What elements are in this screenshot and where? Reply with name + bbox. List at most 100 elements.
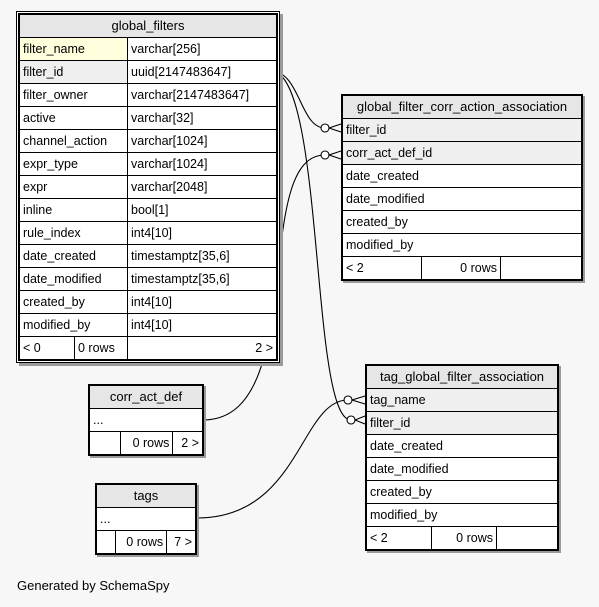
table-row[interactable]: modified_by <box>342 233 582 257</box>
table-row[interactable]: created_by <box>342 210 582 234</box>
column-name: date_modified <box>19 267 128 291</box>
column-name: date_modified <box>366 457 558 481</box>
column-name: filter_owner <box>19 83 128 107</box>
column-name: modified_by <box>342 233 582 257</box>
optional-marker-gfcaa-filter-id <box>320 123 330 133</box>
table-row[interactable]: date_created <box>342 164 582 188</box>
column-name: modified_by <box>366 503 558 527</box>
column-name: date_created <box>342 164 582 188</box>
table-row[interactable]: date_created <box>366 434 558 458</box>
column-type: timestamptz[35,6] <box>127 267 277 291</box>
column-name: date_created <box>366 434 558 458</box>
column-name: rule_index <box>19 221 128 245</box>
table-title[interactable]: global_filter_corr_action_association <box>342 95 582 119</box>
table-global-filter-corr-action-association[interactable]: global_filter_corr_action_association fi… <box>341 94 583 281</box>
column-type: timestamptz[35,6] <box>127 244 277 268</box>
column-type: varchar[1024] <box>127 129 277 153</box>
column-name: expr <box>19 175 128 199</box>
column-type: int4[10] <box>127 313 277 337</box>
parents-count <box>89 431 121 455</box>
optional-marker-tgfa-tag-name <box>343 395 353 405</box>
generated-by-label: Generated by SchemaSpy <box>17 578 170 593</box>
column-name: date_created <box>19 244 128 268</box>
children-count <box>496 526 558 550</box>
column-type: varchar[1024] <box>127 152 277 176</box>
rows-count: 0 rows <box>74 336 128 360</box>
column-name: filter_id <box>19 60 128 84</box>
parents-count: < 2 <box>342 256 422 280</box>
column-name: filter_id <box>366 411 558 435</box>
column-type: varchar[2147483647] <box>127 83 277 107</box>
column-type: int4[10] <box>127 221 277 245</box>
table-corr-act-def[interactable]: corr_act_def ... 0 rows 2 > <box>88 384 204 456</box>
column-name: filter_id <box>342 118 582 142</box>
table-footer: < 2 0 rows <box>342 256 582 280</box>
column-type: bool[1] <box>127 198 277 222</box>
crowfoot-tgfa-filter-id <box>353 415 366 425</box>
parents-count: < 0 <box>19 336 75 360</box>
column-type: varchar[256] <box>127 37 277 61</box>
link-filter-id-to-tgfa <box>270 70 352 421</box>
table-title[interactable]: tag_global_filter_association <box>366 365 558 389</box>
table-row[interactable]: date_modified <box>342 187 582 211</box>
column-type: int4[10] <box>127 290 277 314</box>
link-tags-to-tgfa <box>196 399 349 519</box>
table-row[interactable]: date_modified <box>366 457 558 481</box>
rows-count: 0 rows <box>114 530 168 554</box>
rows-count: 0 rows <box>421 256 501 280</box>
table-row[interactable]: created_by <box>366 480 558 504</box>
children-count: 2 > <box>172 431 203 455</box>
table-row[interactable]: filter_id <box>342 118 582 142</box>
table-title[interactable]: corr_act_def <box>89 385 203 409</box>
crowfoot-tgfa-tag-name <box>350 395 366 405</box>
table-footer: 0 rows 2 > <box>89 431 203 455</box>
parents-count <box>96 530 116 554</box>
rows-count: 0 rows <box>119 431 174 455</box>
column-name: modified_by <box>19 313 128 337</box>
column-name: inline <box>19 198 128 222</box>
table-title[interactable]: tags <box>96 484 196 508</box>
column-name: active <box>19 106 128 130</box>
columns-ellipsis: ... <box>96 507 196 531</box>
column-name: created_by <box>366 480 558 504</box>
optional-marker-tgfa-filter-id <box>346 415 356 425</box>
children-count: 7 > <box>166 530 196 554</box>
parents-count: < 2 <box>366 526 432 550</box>
children-count: 2 > <box>127 336 277 360</box>
column-name: created_by <box>19 290 128 314</box>
rows-count: 0 rows <box>431 526 497 550</box>
table-row[interactable]: filter_id <box>366 411 558 435</box>
table-tags[interactable]: tags ... 0 rows 7 > <box>95 483 197 555</box>
children-count <box>500 256 582 280</box>
table-row[interactable]: modified_by <box>366 503 558 527</box>
table-row[interactable]: tag_name <box>366 388 558 412</box>
table-row[interactable]: corr_act_def_id <box>342 141 582 165</box>
column-name: channel_action <box>19 129 128 153</box>
columns-ellipsis: ... <box>89 408 203 432</box>
table-title[interactable]: global_filters <box>19 14 277 38</box>
table-footer: < 2 0 rows <box>366 526 558 550</box>
column-type: varchar[2048] <box>127 175 277 199</box>
optional-marker-gfcaa-corr-act-def-id <box>320 150 330 160</box>
column-name: tag_name <box>366 388 558 412</box>
column-type: varchar[32] <box>127 106 277 130</box>
column-type: uuid[2147483647] <box>127 60 277 84</box>
column-name: date_modified <box>342 187 582 211</box>
table-footer: 0 rows 7 > <box>96 530 196 554</box>
column-name: corr_act_def_id <box>342 141 582 165</box>
